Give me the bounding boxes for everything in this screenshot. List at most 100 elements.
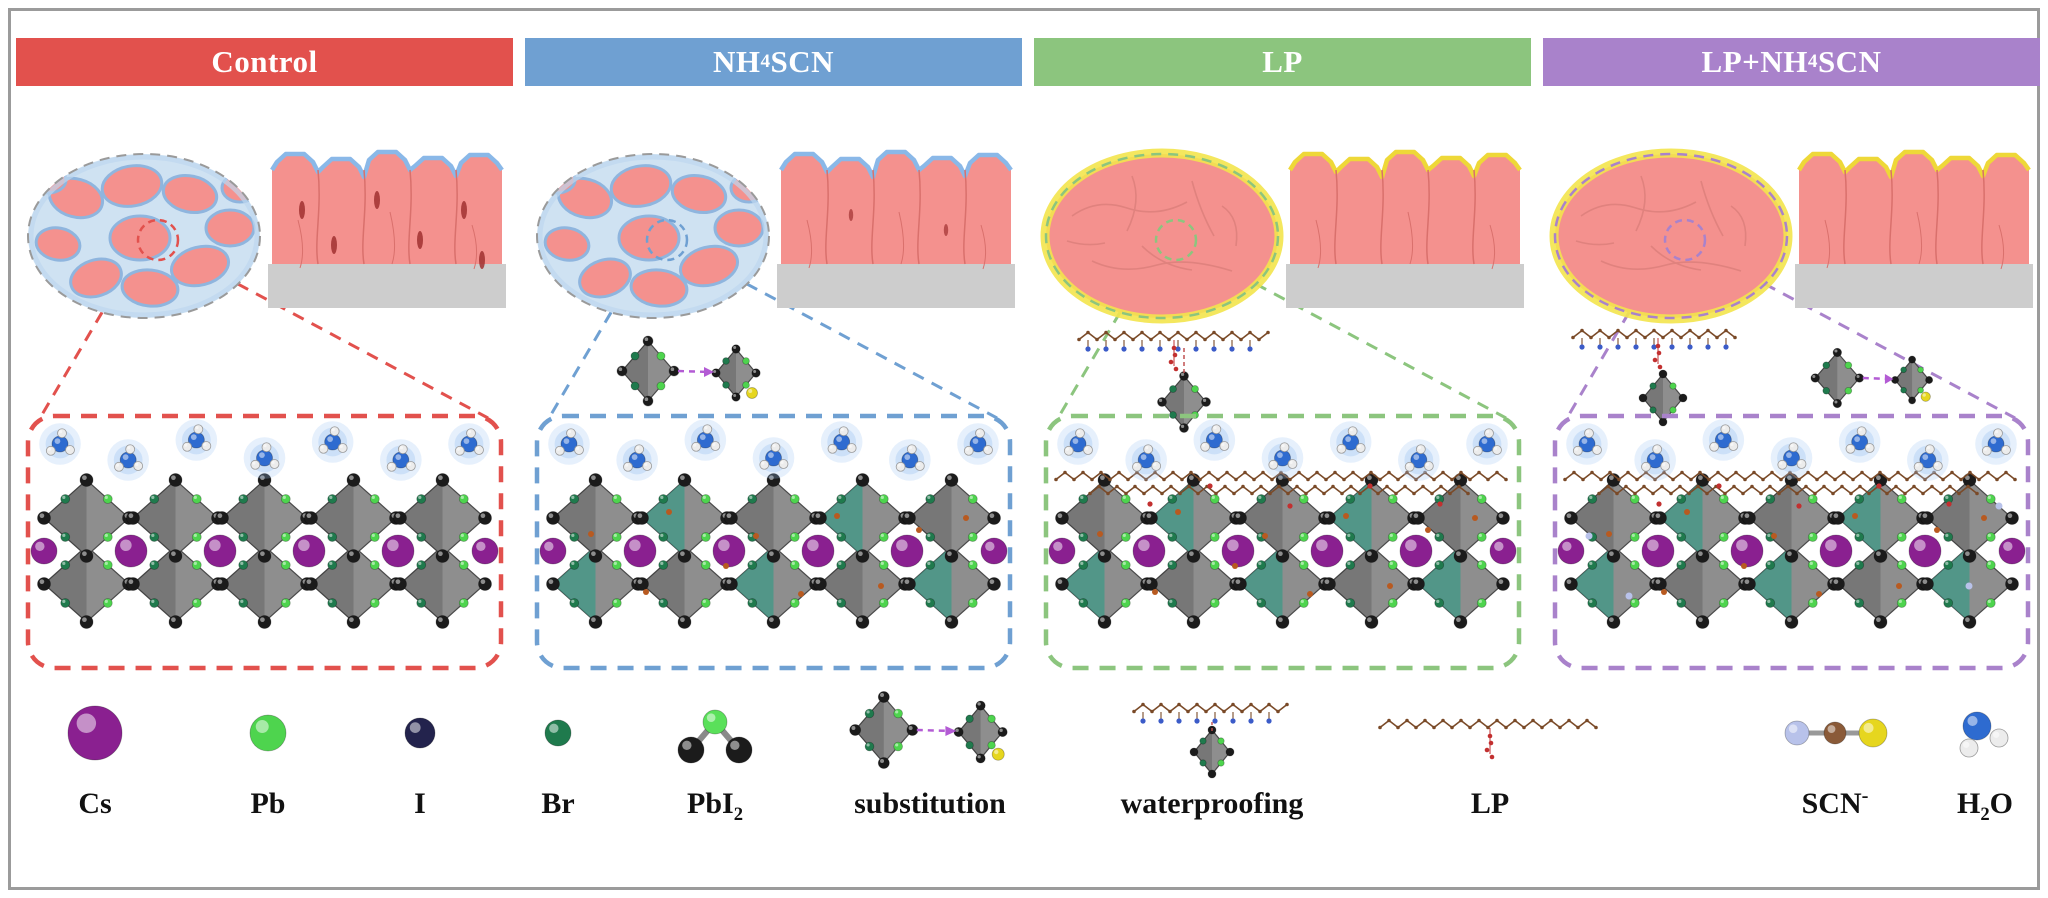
- column-title: LP+NH: [1701, 44, 1808, 79]
- legend-label-substitution: substitution: [854, 787, 1006, 820]
- crystal-structure: [30, 419, 499, 629]
- octahedron: [126, 539, 225, 629]
- sphere-i: [404, 717, 436, 749]
- column-header-control: Control: [16, 38, 513, 86]
- legend-label-br: Br: [541, 787, 575, 820]
- octahedron: [546, 473, 645, 563]
- octahedron: [393, 473, 492, 563]
- legend-item-cs: Cs: [0, 688, 215, 826]
- scn-anion: [1784, 718, 1888, 748]
- scn-anion-icon: [1784, 718, 1888, 748]
- grain-top-view: [536, 153, 770, 319]
- octahedron: [902, 473, 1001, 563]
- crystal-structure: [539, 419, 1008, 629]
- legend-label-cs: Cs: [78, 787, 112, 820]
- legend-item-br: Br: [438, 688, 678, 826]
- film-cross-section: [777, 149, 1015, 308]
- octahedron: [304, 539, 403, 629]
- illustration-root: [534, 149, 1015, 671]
- substitution-motif: [849, 691, 1008, 769]
- column-control: Control: [16, 38, 513, 848]
- octahedron: [813, 539, 912, 629]
- column-title: Control: [211, 44, 318, 79]
- octahedron: [1831, 473, 1930, 563]
- octahedron: [126, 473, 225, 563]
- octahedron: [1322, 473, 1421, 563]
- legend-item-h2o: H2O: [1865, 688, 2048, 826]
- legend-label-scn: SCN-: [1801, 785, 1869, 820]
- film-cross-section: [1286, 149, 1524, 308]
- octahedron: [1189, 725, 1235, 779]
- sphere-pb: [249, 714, 287, 752]
- octahedron: [1144, 539, 1243, 629]
- pb-atom-icon: [249, 714, 287, 752]
- legend: Cs Pb I Br PbI2 substitution waterproofi…: [0, 688, 2048, 858]
- legend-item-pbi2: PbI2: [595, 688, 835, 826]
- substitution-motif: [616, 335, 761, 407]
- column-illustration-lp: [1040, 148, 1524, 671]
- film-cross-section: [268, 149, 506, 308]
- water-molecule: [1959, 711, 2009, 758]
- sphere-br: [544, 719, 572, 747]
- film-cross-section: [1795, 149, 2033, 308]
- octahedron: [724, 539, 823, 629]
- column-header-lp: LP: [1034, 38, 1531, 86]
- legend-item-waterproofing: waterproofing: [1092, 688, 1332, 826]
- legend-label-h2o: H2O: [1957, 787, 2013, 825]
- column-title: NH: [712, 44, 761, 79]
- illustration-root: [25, 149, 506, 671]
- octahedron: [953, 700, 1008, 764]
- crystal-structure: [1557, 419, 2026, 629]
- figure-border: [8, 8, 2040, 890]
- sphere-cs: [67, 705, 123, 761]
- i-atom-icon: [404, 717, 436, 749]
- legend-label-pbi2: PbI2: [687, 787, 743, 825]
- substitution-icon: [849, 691, 1008, 769]
- octahedron: [1144, 473, 1243, 563]
- octahedron: [1411, 473, 1510, 563]
- water-molecule-icon: [1959, 711, 2009, 758]
- octahedron: [635, 473, 734, 563]
- octahedron: [616, 335, 680, 407]
- substitution-motif: [849, 691, 1008, 769]
- legend-item-scn: SCN-: [1715, 688, 1955, 826]
- grain-top-view: [1040, 148, 1284, 324]
- octahedron: [849, 691, 919, 769]
- br-atom-icon: [544, 719, 572, 747]
- pbi2-molecule: [677, 709, 753, 764]
- octahedron: [1831, 539, 1930, 629]
- octahedron: [1742, 539, 1841, 629]
- octahedron: [635, 539, 734, 629]
- octahedron: [215, 473, 314, 563]
- illustration-root: [1040, 148, 1524, 671]
- grain-top-view: [1549, 148, 1793, 324]
- octahedron: [304, 473, 403, 563]
- substitution-motif: [1810, 347, 1934, 409]
- column-illustration-nh4scn: [534, 149, 1015, 671]
- octahedron: [1055, 539, 1154, 629]
- octahedron: [711, 344, 761, 402]
- grain-top-view: [27, 153, 261, 319]
- lp-chain-icon: [1378, 718, 1598, 760]
- legend-label-i: I: [414, 787, 426, 820]
- legend-item-lp: LP: [1370, 688, 1610, 826]
- column-illustration-lp-nh4scn: [1549, 148, 2033, 671]
- octahedron: [1638, 369, 1688, 427]
- legend-label-waterproofing: waterproofing: [1120, 787, 1304, 820]
- octahedron: [1891, 355, 1934, 405]
- octahedron: [1920, 473, 2019, 563]
- waterproofing-motif: [1132, 702, 1289, 779]
- cs-atom-icon: [67, 705, 123, 761]
- column-title: LP: [1262, 44, 1303, 79]
- column-lp: LP: [1034, 38, 1531, 848]
- pbi2-molecule-icon: [677, 709, 753, 764]
- waterproofing-icon: [1132, 702, 1289, 779]
- illustration-root: [1549, 148, 2033, 671]
- crystal-structure: [1048, 419, 1517, 629]
- legend-label-lp: LP: [1470, 787, 1510, 820]
- octahedron: [813, 473, 912, 563]
